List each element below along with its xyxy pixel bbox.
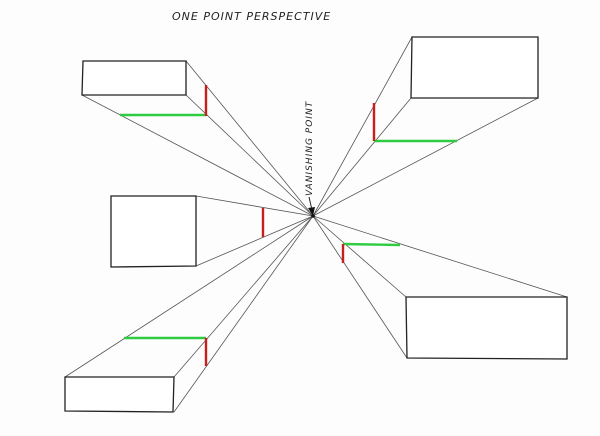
width-edge-mark xyxy=(342,242,401,247)
vanishing-point xyxy=(311,214,315,218)
construction-line xyxy=(312,215,568,298)
construction-line xyxy=(185,60,314,217)
box-top-right-front-face xyxy=(410,36,539,99)
box-bottom-right-front-face xyxy=(405,296,568,360)
construction-line xyxy=(173,215,314,378)
construction-line xyxy=(64,215,314,378)
construction-line xyxy=(312,215,407,298)
drawing-title: ONE POINT PERSPECTIVE xyxy=(172,10,331,23)
construction-line xyxy=(173,215,314,413)
construction-line xyxy=(312,97,412,217)
arrow-head-icon xyxy=(308,207,315,216)
box-bottom-left-front-face xyxy=(64,376,175,413)
box-top-left-front-face xyxy=(81,60,187,96)
box-middle-left-front-face xyxy=(110,195,197,268)
construction-line xyxy=(312,97,539,217)
depth-marks xyxy=(120,85,457,366)
vanishing-point-label: VANISHING POINT xyxy=(305,100,315,196)
construction-line xyxy=(312,215,408,359)
construction-line xyxy=(195,215,314,267)
boxes xyxy=(64,36,568,413)
construction-line xyxy=(195,195,314,217)
construction-line xyxy=(312,36,413,217)
